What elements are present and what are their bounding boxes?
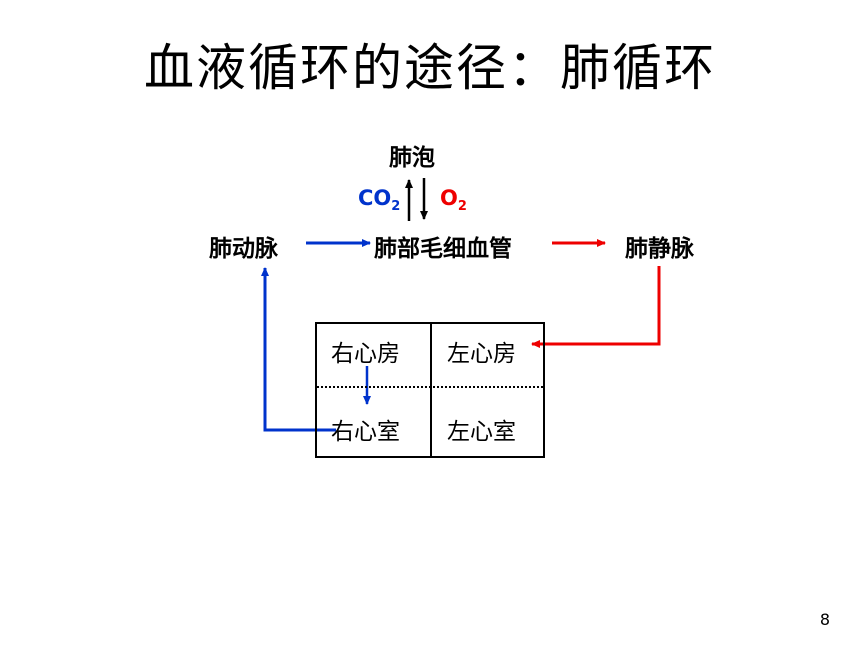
slide-title: 血液循环的途径：肺循环: [144, 39, 716, 97]
vein-to-left-atrium-arrow: [531, 266, 661, 348]
pulmonary-vein-label: 肺静脉: [625, 236, 694, 262]
o2-subscript: 2: [457, 199, 467, 215]
capillaries-label: 肺部毛细血管: [374, 236, 512, 262]
o2-text: O: [440, 186, 458, 210]
right-atrium: 右心房: [331, 341, 400, 367]
co2-text: CO: [358, 186, 392, 210]
right-ventricle-to-artery-arrow: [261, 267, 336, 432]
heart-valve-line: [317, 386, 543, 388]
pulmonary-artery-label: 肺动脉: [209, 236, 278, 262]
alveoli-label: 肺泡: [389, 145, 435, 171]
heart-diagram: 右心房 左心房 右心室 左心室: [315, 322, 545, 458]
page-number: 8: [819, 610, 830, 629]
co2-label: CO2: [358, 186, 400, 214]
right-ventricle: 右心室: [331, 419, 400, 445]
o2-label: O2: [440, 186, 467, 214]
heart-septum-line: [430, 324, 432, 456]
left-ventricle: 左心室: [447, 419, 516, 445]
left-atrium: 左心房: [447, 341, 516, 367]
co2-subscript: 2: [391, 199, 401, 215]
